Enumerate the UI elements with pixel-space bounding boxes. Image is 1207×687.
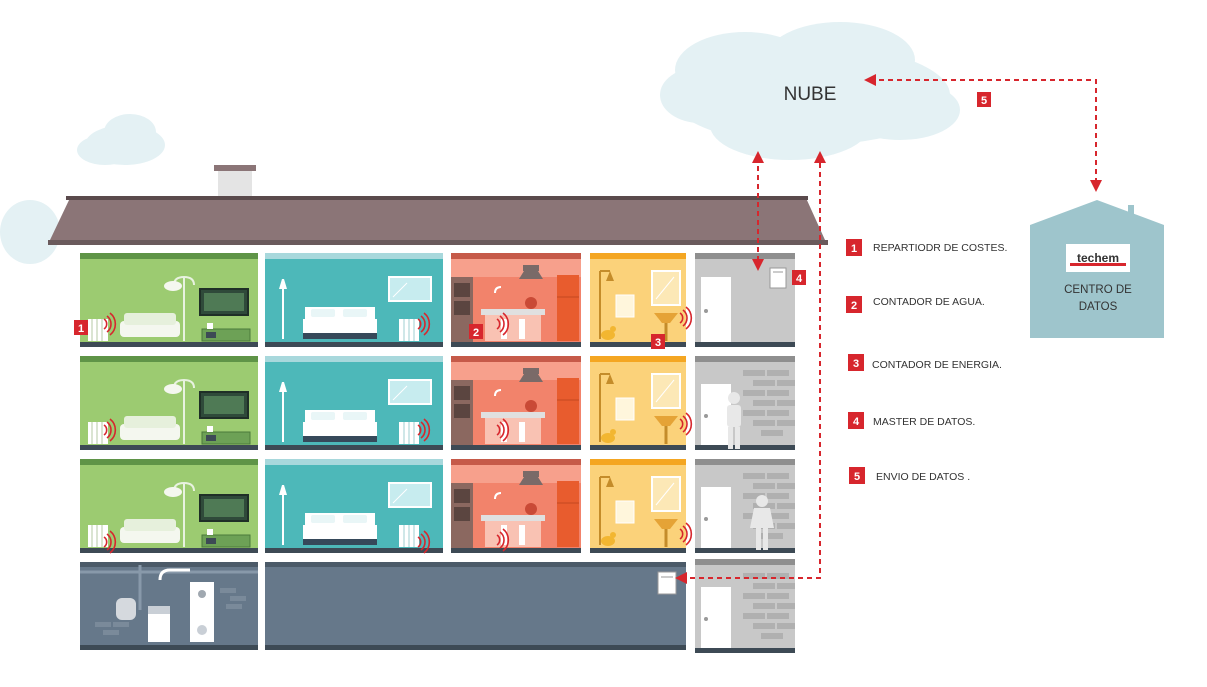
- badge-5: 5: [977, 92, 991, 107]
- svg-text:REPARTIODR DE COSTES.: REPARTIODR DE COSTES.: [873, 242, 1007, 254]
- datacenter-label-1: CENTRO DE: [1064, 284, 1132, 296]
- legend-item: 1 REPARTIODR DE COSTES.: [846, 239, 1007, 256]
- badge-2: 2: [469, 324, 483, 339]
- data-flow-arrows: [675, 74, 1102, 584]
- datacenter-label-2: DATOS: [1079, 301, 1118, 313]
- arrow-basement-cloud: [675, 151, 826, 584]
- svg-text:1: 1: [78, 323, 84, 335]
- legend-item: 2 CONTADOR DE AGUA.: [846, 296, 985, 313]
- small-cloud: [77, 114, 165, 165]
- svg-text:3: 3: [853, 358, 859, 370]
- badge-4: 4: [792, 270, 806, 285]
- floor-3: [79, 251, 795, 349]
- svg-text:2: 2: [473, 327, 479, 339]
- legend-item: 3 CONTADOR DE ENERGIA.: [848, 354, 1002, 371]
- basement: [80, 559, 795, 653]
- floor-2: [79, 354, 795, 452]
- floor-1: [79, 457, 795, 555]
- master-device-basement: [657, 571, 677, 595]
- legend-item: 4 MASTER DE DATOS.: [848, 412, 975, 429]
- svg-text:CONTADOR DE ENERGIA.: CONTADOR DE ENERGIA.: [872, 359, 1002, 371]
- master-device-top: [769, 267, 787, 289]
- svg-text:5: 5: [981, 95, 987, 107]
- svg-text:MASTER DE DATOS.: MASTER DE DATOS.: [873, 416, 975, 428]
- techem-logo: techem: [1077, 251, 1119, 265]
- badge-1: 1: [74, 320, 88, 335]
- svg-text:CONTADOR DE AGUA.: CONTADOR DE AGUA.: [873, 296, 985, 308]
- svg-text:4: 4: [853, 416, 860, 428]
- svg-text:4: 4: [796, 273, 803, 285]
- svg-text:2: 2: [851, 300, 857, 312]
- roof: [48, 165, 828, 245]
- svg-text:3: 3: [655, 337, 661, 349]
- legend-item: 5 ENVIO DE DATOS .: [849, 467, 970, 484]
- data-center: techem CENTRO DE DATOS: [1030, 200, 1164, 338]
- cloud-label: NUBE: [784, 84, 837, 105]
- legend: 1 REPARTIODR DE COSTES. 2 CONTADOR DE AG…: [846, 239, 1007, 484]
- svg-text:5: 5: [854, 471, 860, 483]
- left-cloud: [0, 200, 60, 264]
- arrow-cloud-datacenter: [864, 74, 1102, 192]
- badge-3: 3: [651, 334, 665, 349]
- svg-text:ENVIO DE DATOS .: ENVIO DE DATOS .: [876, 471, 970, 483]
- svg-text:1: 1: [851, 243, 857, 255]
